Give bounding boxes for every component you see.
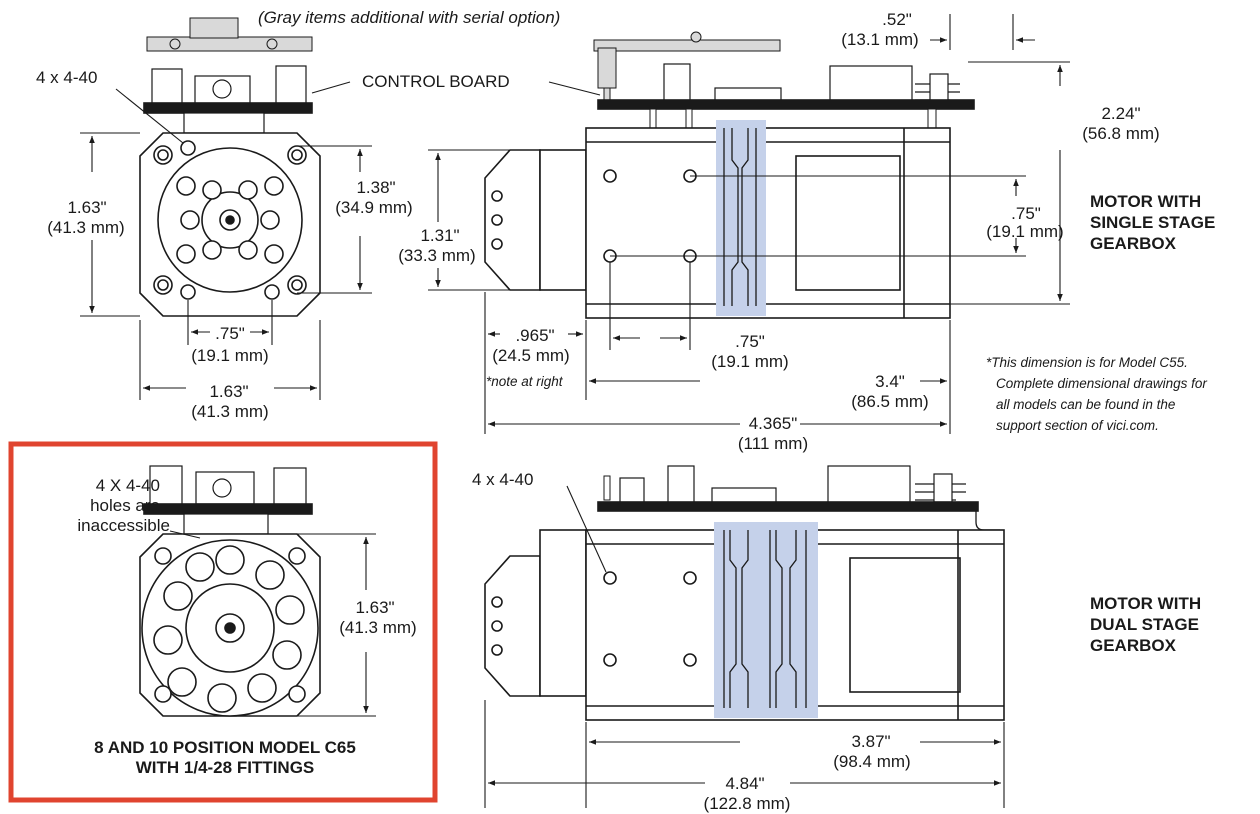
dim-224-in: 2.24" — [1101, 104, 1141, 123]
dim-52-mm: (13.1 mm) — [841, 30, 919, 49]
dim-34-in: 3.4" — [875, 372, 905, 391]
dim-131-in: 1.31" — [420, 226, 460, 245]
c65-title-1: 8 AND 10 POSITION MODEL C65 — [94, 738, 356, 757]
c65-title-2: WITH 1/4-28 FITTINGS — [135, 758, 315, 777]
footnote-line1: *This dimension is for Model C55. — [986, 355, 1188, 370]
dim-4365-mm: (111 mm) — [737, 434, 809, 453]
title-dual-3: GEARBOX — [1090, 636, 1176, 655]
holes-label-dual: 4 x 4-40 — [472, 470, 534, 489]
dim-484-mm: (122.8 mm) — [703, 794, 791, 813]
control-board-label: CONTROL BOARD — [362, 72, 510, 91]
dim-163-front-in: 1.63" — [67, 198, 107, 217]
dim-c65-163-mm: (41.3 mm) — [339, 618, 417, 637]
note-at-right-text: note at right — [491, 374, 563, 389]
dim-131-mm: (33.3 mm) — [398, 246, 476, 265]
footnote-line4: support section of vici.com. — [996, 418, 1159, 433]
footnote-line2: Complete dimensional drawings for — [996, 376, 1207, 391]
dim-965-in: .965" — [515, 326, 555, 345]
dim-34-mm: (86.5 mm) — [851, 392, 929, 411]
footnote-text-1: This dimension is for Model C55. — [991, 355, 1188, 370]
c65-front-view — [139, 465, 321, 717]
dim-224-mm: (56.8 mm) — [1082, 124, 1160, 143]
dim-387-mm: (98.4 mm) — [833, 752, 911, 771]
dim-965-mm: (24.5 mm) — [492, 346, 570, 365]
serial-option-note: (Gray items additional with serial optio… — [258, 8, 561, 27]
title-dual-2: DUAL STAGE — [1090, 615, 1199, 634]
title-dual-1: MOTOR WITH — [1090, 594, 1202, 613]
dim-75-vert-in: .75" — [1011, 204, 1041, 223]
dim-75-vert-mm: (19.1 mm) — [986, 222, 1064, 241]
dim-75-side-in: .75" — [735, 332, 765, 351]
dim-c65-163-in: 1.63" — [355, 598, 395, 617]
title-single-1: MOTOR WITH — [1090, 192, 1202, 211]
dimension-lines — [80, 14, 1070, 808]
dim-163-bottom-in: 1.63" — [209, 382, 249, 401]
holes-label: 4 x 4-40 — [36, 68, 98, 87]
dim-75-front-mm: (19.1 mm) — [191, 346, 269, 365]
note-at-right: *note at right — [486, 374, 563, 389]
side-view-single-stage — [484, 31, 975, 319]
c65-highlight-box — [8, 441, 438, 803]
title-single-2: SINGLE STAGE — [1090, 213, 1216, 232]
dim-163-front-mm: (41.3 mm) — [47, 218, 125, 237]
dim-75-side-mm: (19.1 mm) — [711, 352, 789, 371]
dim-138-mm: (34.9 mm) — [335, 198, 413, 217]
dim-52-in: .52" — [882, 10, 912, 29]
front-view — [139, 17, 321, 317]
dim-4365-in: 4.365" — [748, 414, 798, 433]
inaccessible-line2: holes are — [90, 496, 160, 515]
inaccessible-line1: 4 X 4-40 — [95, 476, 160, 495]
dim-163-bottom-mm: (41.3 mm) — [191, 402, 269, 421]
inaccessible-line3: inaccessible — [77, 516, 170, 535]
footnote-line3: all models can be found in the — [996, 397, 1176, 412]
dim-75-front-in: .75" — [215, 324, 245, 343]
dim-387-in: 3.87" — [851, 732, 891, 751]
title-single-3: GEARBOX — [1090, 234, 1176, 253]
side-view-dual-stage — [484, 465, 1005, 721]
dim-138-in: 1.38" — [356, 178, 396, 197]
dim-484-in: 4.84" — [725, 774, 765, 793]
